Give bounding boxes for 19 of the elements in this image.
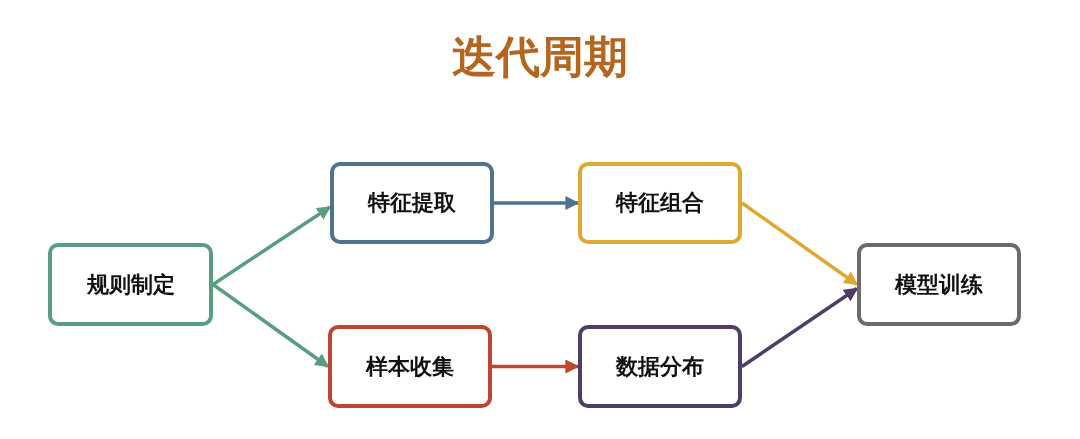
- process-box: [578, 162, 742, 244]
- node-label: 样本收集: [366, 352, 454, 381]
- arrow: [212, 283, 330, 368]
- arrow: [212, 205, 332, 286]
- node-label: 规则制定: [86, 270, 175, 299]
- arrow: [741, 287, 859, 368]
- diagram-title: 迭代周期: [451, 30, 629, 84]
- node-label: 模型训练: [895, 270, 983, 299]
- arrow: [741, 201, 859, 286]
- arrow: [494, 196, 580, 210]
- node-label: 数据分布: [616, 352, 704, 381]
- node-label: 特征提取: [368, 189, 456, 217]
- process-box: [857, 243, 1021, 326]
- node-label: 特征组合: [616, 189, 704, 217]
- process-box: [328, 325, 492, 408]
- process-box: [578, 325, 742, 408]
- process-box: [48, 243, 213, 326]
- process-box: [330, 162, 494, 244]
- arrow: [492, 359, 580, 374]
